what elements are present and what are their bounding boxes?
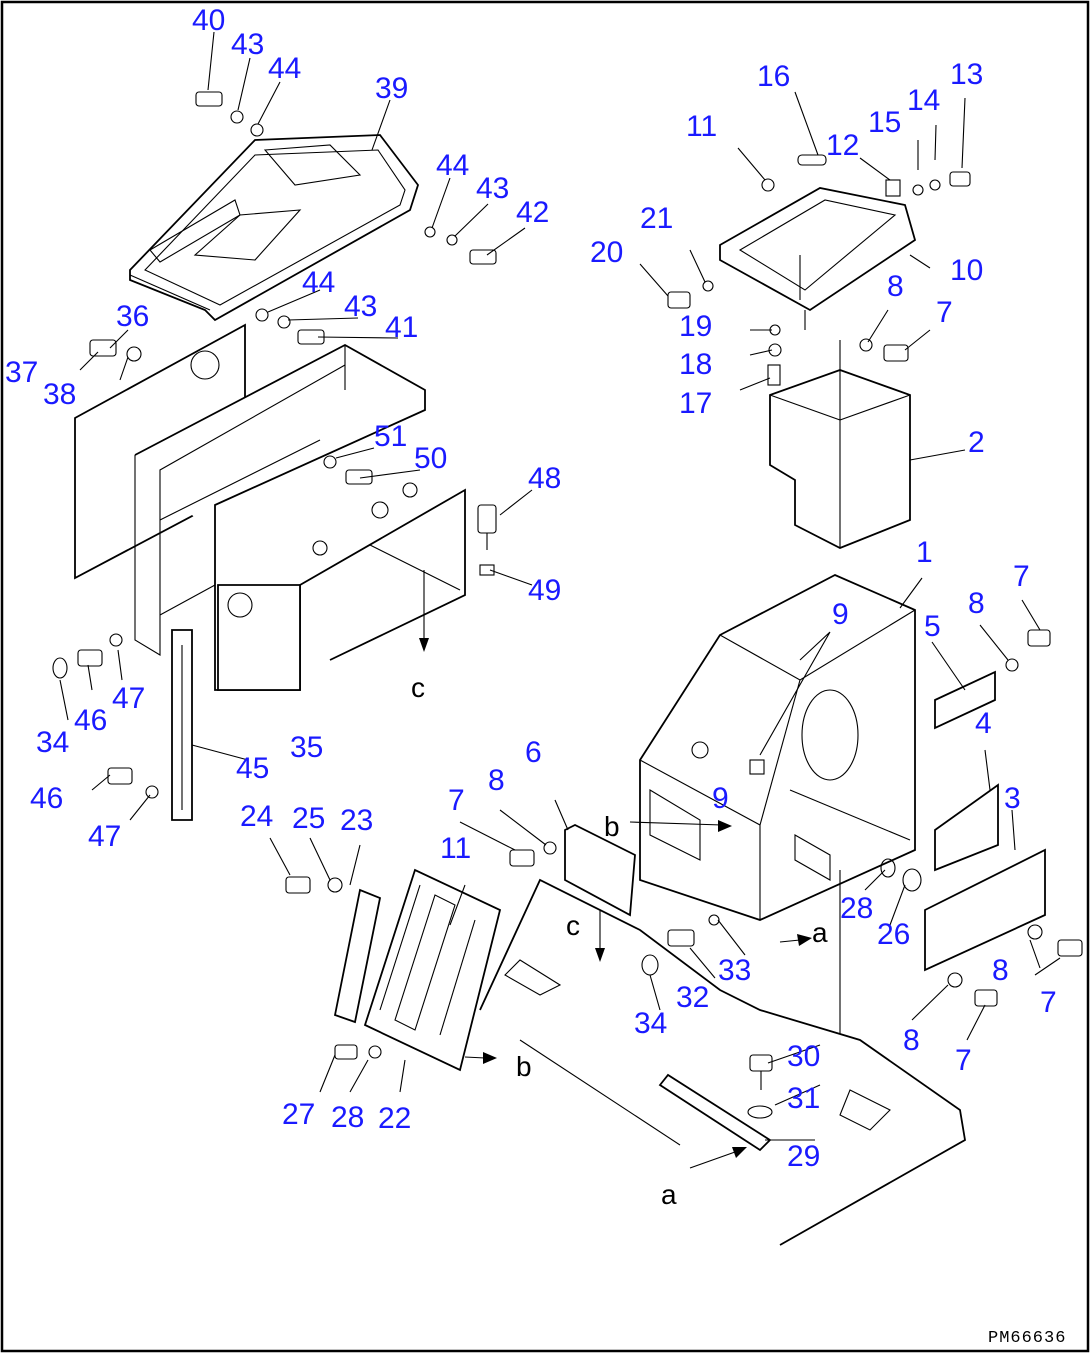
callout-label: 8 bbox=[992, 954, 1009, 987]
callout-label: 3 bbox=[1004, 782, 1021, 815]
callout-label: 9 bbox=[712, 782, 729, 815]
callout-label: 11 bbox=[686, 110, 717, 143]
callout-label: 43 bbox=[476, 172, 509, 205]
floor-plate bbox=[479, 878, 966, 1246]
callout-label: 44 bbox=[302, 266, 335, 299]
callout-label: 26 bbox=[877, 918, 910, 951]
callout-label: 45 bbox=[236, 752, 269, 785]
callout-label: 44 bbox=[268, 52, 301, 85]
reference-letters: c b c a b a bbox=[411, 672, 828, 1210]
callout-label: 46 bbox=[30, 782, 63, 815]
callout-label: 4 bbox=[975, 707, 992, 740]
plate-22 bbox=[363, 868, 502, 1072]
callout-label: 8 bbox=[968, 587, 985, 620]
callout-label: 43 bbox=[231, 28, 264, 61]
callout-label: 12 bbox=[826, 129, 859, 162]
callout-label: 28 bbox=[840, 892, 873, 925]
callout-label: 15 bbox=[868, 106, 901, 139]
callout-label: 44 bbox=[436, 149, 469, 182]
callout-label: 17 bbox=[679, 387, 712, 420]
callout-label: 36 bbox=[116, 300, 149, 333]
plates-3-4-5 bbox=[924, 670, 1046, 972]
plate-6 bbox=[564, 823, 636, 917]
callout-label: 31 bbox=[787, 1082, 820, 1115]
callout-label: 8 bbox=[488, 764, 505, 797]
callout-label: 22 bbox=[378, 1102, 411, 1135]
callout-label: 48 bbox=[528, 462, 561, 495]
callout-label: 16 bbox=[757, 60, 790, 93]
callout-label: 1 bbox=[916, 536, 933, 569]
callout-label: 7 bbox=[936, 296, 953, 329]
ref-letter: c bbox=[411, 672, 425, 703]
callout-label: 7 bbox=[448, 784, 465, 817]
callout-labels: 40 43 44 39 44 43 42 36 44 43 41 37 38 5… bbox=[5, 4, 1057, 1173]
callout-label: 7 bbox=[955, 1044, 972, 1077]
callout-label: 2 bbox=[968, 426, 985, 459]
plate-35 bbox=[217, 584, 301, 691]
callout-label: 28 bbox=[331, 1101, 364, 1134]
callout-label: 27 bbox=[282, 1098, 315, 1131]
callout-label: 50 bbox=[414, 442, 447, 475]
callout-label: 7 bbox=[1013, 560, 1030, 593]
callout-label: 49 bbox=[528, 574, 561, 607]
callout-label: 24 bbox=[240, 800, 273, 833]
callout-label: 34 bbox=[36, 726, 69, 759]
callout-label: 19 bbox=[679, 310, 712, 343]
leader-lines bbox=[59, 31, 1061, 1169]
strip-45 bbox=[171, 629, 193, 821]
callout-label: 34 bbox=[634, 1007, 667, 1040]
callout-label: 20 bbox=[590, 236, 623, 269]
callout-label: 43 bbox=[344, 290, 377, 323]
callout-label: 8 bbox=[903, 1024, 920, 1057]
callout-label: 18 bbox=[679, 348, 712, 381]
callout-label: 47 bbox=[112, 682, 145, 715]
callout-label: 9 bbox=[832, 598, 849, 631]
ref-letter: a bbox=[812, 917, 828, 948]
callout-label: 10 bbox=[950, 254, 983, 287]
callout-label: 42 bbox=[516, 196, 549, 229]
callout-label: 33 bbox=[718, 954, 751, 987]
ref-letter: b bbox=[604, 811, 620, 842]
callout-label: 51 bbox=[374, 420, 407, 453]
callout-label: 23 bbox=[340, 804, 373, 837]
callout-label: 13 bbox=[950, 58, 983, 91]
callout-label: 32 bbox=[676, 981, 709, 1014]
callout-label: 8 bbox=[887, 270, 904, 303]
callout-label: 47 bbox=[88, 820, 121, 853]
callout-label: 39 bbox=[375, 72, 408, 105]
callout-label: 25 bbox=[292, 802, 325, 835]
callout-label: 14 bbox=[907, 84, 940, 117]
ref-letter: b bbox=[516, 1051, 532, 1082]
ref-letter: c bbox=[566, 910, 580, 941]
callout-label: 38 bbox=[43, 378, 76, 411]
callout-label: 6 bbox=[525, 736, 542, 769]
plate-23 bbox=[333, 888, 382, 1024]
drawing-code: PM66636 bbox=[988, 1329, 1066, 1348]
callout-label: 35 bbox=[290, 731, 323, 764]
callout-label: 40 bbox=[192, 4, 225, 37]
callout-label: 30 bbox=[787, 1040, 820, 1073]
callout-label: 37 bbox=[5, 356, 38, 389]
box-cover-2 bbox=[769, 340, 911, 549]
ref-letter: a bbox=[661, 1179, 677, 1210]
callout-label: 5 bbox=[924, 610, 941, 643]
callout-label: 29 bbox=[787, 1140, 820, 1173]
small-console-10 bbox=[719, 187, 917, 330]
callout-label: 11 bbox=[440, 832, 471, 865]
callout-label: 46 bbox=[74, 704, 107, 737]
callout-label: 21 bbox=[640, 202, 673, 235]
hardware bbox=[52, 91, 1083, 1119]
callout-label: 7 bbox=[1040, 986, 1057, 1019]
callout-label: 41 bbox=[385, 311, 418, 344]
console-cover-39 bbox=[129, 134, 419, 322]
